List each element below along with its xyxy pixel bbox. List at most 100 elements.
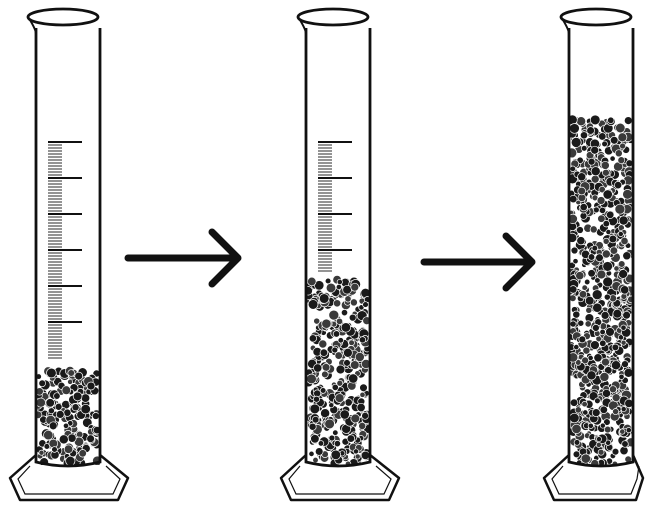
granule: [336, 278, 343, 286]
granule: [349, 298, 358, 307]
granule: [611, 393, 621, 403]
granule: [584, 295, 595, 306]
granule: [609, 155, 616, 162]
granule: [623, 367, 633, 378]
granule: [80, 403, 91, 415]
granule: [343, 347, 353, 358]
granule: [318, 293, 330, 304]
granule: [622, 310, 631, 320]
granule: [38, 449, 45, 456]
granule: [308, 450, 315, 457]
granule: [614, 181, 623, 190]
cylinder-1-base: [8, 454, 130, 502]
cylinder-2-tube: [304, 28, 372, 468]
granule: [600, 160, 610, 170]
cylinder-3-tube: [567, 28, 635, 468]
granule: [350, 413, 361, 424]
granule: [587, 253, 596, 261]
granule: [573, 344, 580, 351]
granule: [603, 418, 611, 426]
granule: [339, 409, 350, 420]
granule: [587, 422, 594, 429]
cylinder-2-spout: [299, 19, 307, 35]
granule: [609, 246, 619, 255]
granule: [86, 381, 96, 391]
granule: [620, 406, 627, 413]
granule: [358, 336, 367, 344]
granule: [580, 145, 588, 152]
granule: [570, 137, 582, 148]
granule: [306, 286, 313, 296]
granule: [330, 449, 341, 460]
granule: [307, 276, 317, 287]
granule: [333, 440, 341, 448]
granule: [594, 397, 601, 405]
granule: [625, 427, 632, 434]
granule: [618, 373, 625, 380]
granule: [601, 140, 608, 148]
graduated-cylinder-3: [542, 7, 645, 502]
granule: [51, 446, 58, 453]
granule: [309, 403, 321, 415]
cylinder-1-scale: [48, 141, 82, 359]
granule: [361, 359, 370, 369]
granule: [614, 149, 623, 158]
granule: [620, 339, 627, 346]
granule: [596, 436, 602, 443]
cylinder-1-granules: [36, 366, 100, 465]
granule: [603, 425, 612, 434]
granule: [348, 373, 359, 384]
cylinder-2-base-inner: [288, 465, 392, 495]
granule: [621, 440, 629, 448]
granule: [602, 237, 610, 245]
cylinder-1-base-inner: [17, 465, 121, 495]
granule: [609, 136, 619, 145]
granule: [601, 357, 610, 367]
granule: [354, 453, 361, 460]
granule: [354, 352, 365, 362]
granule: [362, 316, 370, 326]
granule: [573, 439, 581, 446]
granule: [569, 398, 579, 407]
granule: [46, 367, 57, 379]
granule: [590, 145, 600, 155]
granule: [581, 284, 588, 291]
granule: [587, 269, 596, 278]
granule: [586, 126, 595, 135]
granule: [308, 422, 317, 431]
granule: [332, 330, 341, 338]
granule: [619, 446, 629, 456]
granule: [337, 337, 344, 344]
granule: [348, 313, 357, 322]
granule: [67, 378, 74, 385]
granule: [584, 278, 591, 286]
granule: [331, 383, 339, 391]
granule: [608, 234, 618, 244]
granule: [321, 363, 331, 372]
granule: [578, 290, 588, 299]
granule: [581, 356, 589, 365]
granule: [591, 289, 603, 301]
granule: [74, 371, 84, 381]
granule: [569, 147, 578, 159]
granule: [586, 370, 597, 381]
cylinder-3-granules: [569, 114, 633, 465]
granule: [580, 453, 591, 464]
granule: [311, 415, 320, 424]
granule: [333, 299, 342, 308]
granule: [605, 327, 615, 337]
granule: [328, 309, 340, 321]
granule: [61, 385, 72, 395]
granule: [597, 214, 606, 223]
granule: [344, 295, 352, 303]
granule: [594, 277, 601, 284]
granule: [589, 114, 601, 126]
granule: [314, 447, 324, 456]
granule: [579, 203, 588, 212]
granule: [611, 447, 620, 456]
granule: [602, 388, 611, 398]
granule: [582, 346, 591, 355]
granule: [607, 116, 615, 124]
granule: [313, 363, 323, 373]
granule: [47, 407, 55, 415]
